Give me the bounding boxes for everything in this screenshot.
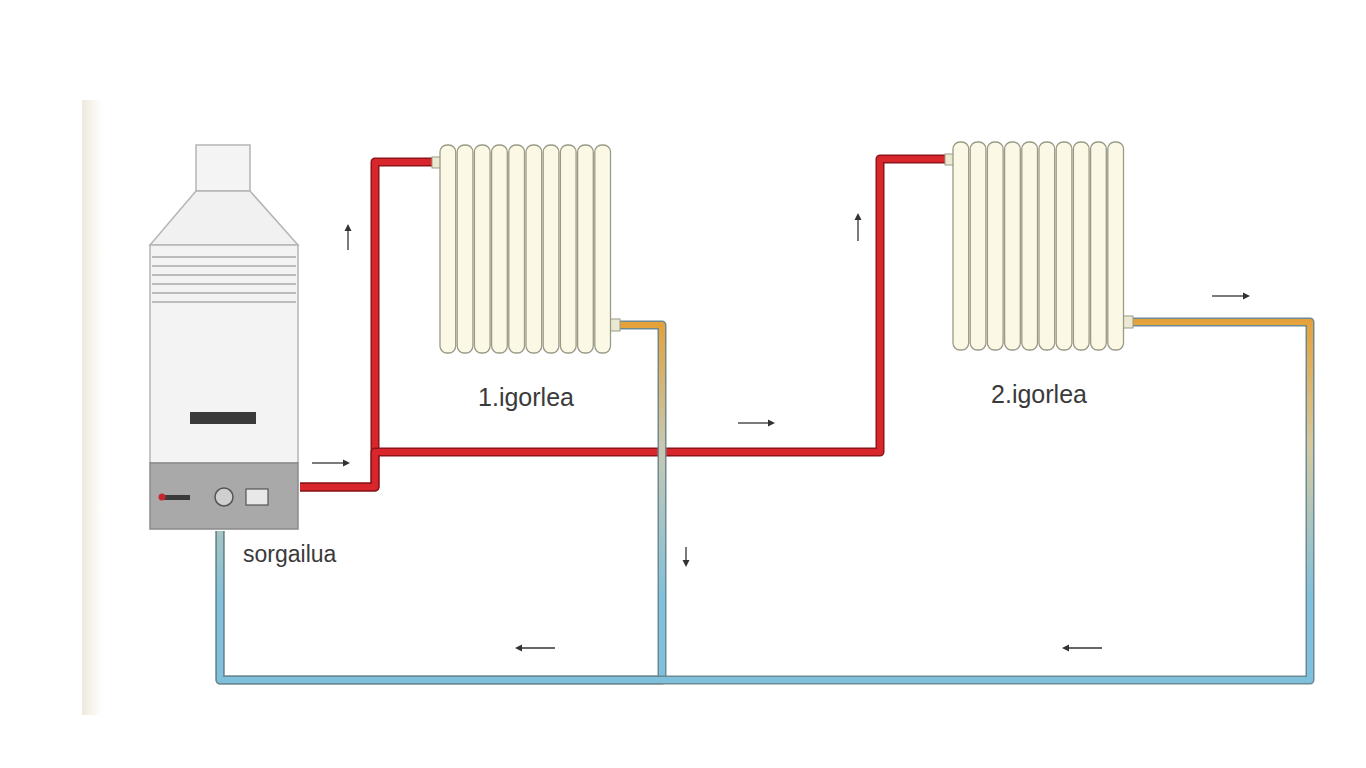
heat-exchanger-ribs xyxy=(152,257,296,302)
display-bar xyxy=(190,412,256,424)
pipe-outline xyxy=(220,322,1310,680)
flow-arrowhead xyxy=(345,224,352,231)
radiator-columns xyxy=(945,142,1133,350)
part-label: 1.igorlea xyxy=(432,383,620,412)
paper-edge xyxy=(82,100,102,715)
radiator: 2.igorlea xyxy=(945,140,1133,352)
radiator-columns xyxy=(432,145,620,353)
return-pipe xyxy=(220,293,1310,681)
flow-arrow xyxy=(1069,647,1102,648)
control-dial xyxy=(215,488,233,506)
boiler-illustration xyxy=(148,143,300,531)
part-label: sorgailua xyxy=(243,541,336,568)
indicator-light xyxy=(159,494,166,501)
flow-arrowhead xyxy=(855,213,862,220)
boiler-unit: sorgailua xyxy=(148,143,300,531)
flow-arrow xyxy=(347,231,348,250)
gauge xyxy=(246,489,268,505)
pipe xyxy=(300,162,432,487)
flow-arrowhead xyxy=(1062,645,1069,652)
flow-arrow xyxy=(738,422,768,423)
pipe-outline xyxy=(300,162,432,487)
control-panel xyxy=(150,463,298,529)
radiator: 1.igorlea xyxy=(432,143,620,355)
flue-hood xyxy=(150,191,298,245)
flue-pipe xyxy=(196,145,250,191)
flow-arrow xyxy=(312,462,343,463)
flow-arrow xyxy=(522,647,555,648)
supply-pipe xyxy=(300,162,432,487)
flow-arrowhead xyxy=(683,560,690,567)
flow-arrow xyxy=(857,220,858,241)
boiler-body xyxy=(150,245,298,463)
flow-arrowhead xyxy=(1243,293,1250,300)
pipe xyxy=(220,322,1310,680)
flow-arrowhead xyxy=(515,645,522,652)
part-label: 2.igorlea xyxy=(945,380,1133,409)
flow-arrowhead xyxy=(343,460,350,467)
radiator-illustration xyxy=(432,143,620,355)
flow-arrowhead xyxy=(768,420,775,427)
radiator-illustration xyxy=(945,140,1133,352)
flow-arrow xyxy=(1212,295,1243,296)
flow-arrow xyxy=(685,547,686,560)
